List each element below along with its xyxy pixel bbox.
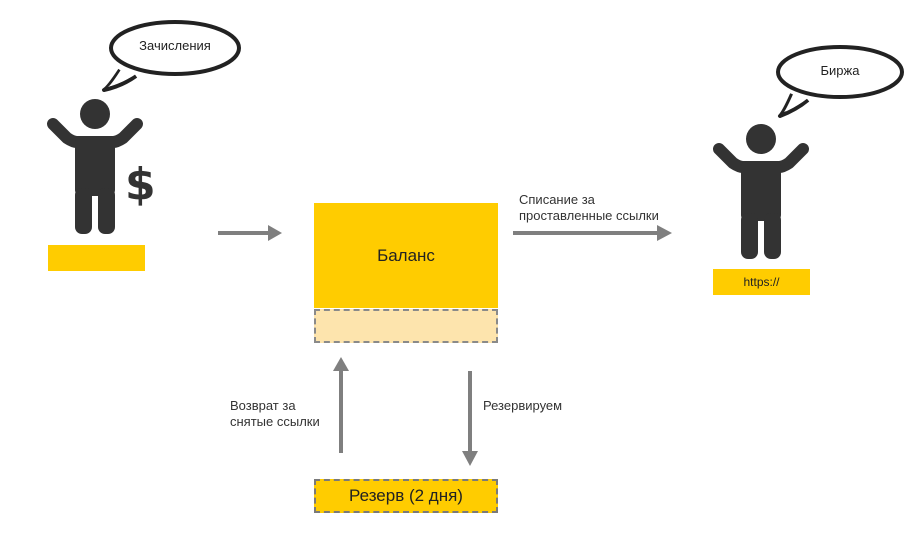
debit-label-line2: проставленные ссылки	[519, 208, 659, 223]
left-person-bar	[48, 245, 145, 271]
bubble-text-right: Биржа	[820, 63, 860, 78]
arrow-to-exchange	[513, 225, 672, 241]
reserve-title: Резерв (2 дня)	[349, 486, 463, 505]
arrow-reserve-down	[462, 371, 478, 466]
arrow-to-balance	[218, 225, 282, 241]
arrow-return-up	[333, 357, 349, 453]
return-label-line1: Возврат за	[230, 398, 296, 413]
debit-label-line1: Списание за	[519, 192, 595, 207]
balance-reserve-part	[314, 309, 498, 343]
balance-box: Баланс	[314, 203, 498, 308]
reserve-box: Резерв (2 дня)	[314, 479, 498, 513]
person-icon-right	[713, 124, 809, 259]
person-icon-left	[47, 99, 143, 234]
speech-bubble-right	[776, 45, 904, 118]
reserve-action-label: Резервируем	[483, 398, 563, 413]
speech-bubble-left	[102, 20, 241, 92]
exchange-url-label: https://	[743, 275, 780, 289]
bubble-text-left: Зачисления	[139, 38, 211, 53]
return-label-line2: снятые ссылки	[230, 414, 320, 429]
dollar-icon: $	[125, 159, 156, 210]
balance-title: Баланс	[377, 245, 435, 265]
exchange-url-box: https://	[713, 269, 810, 295]
